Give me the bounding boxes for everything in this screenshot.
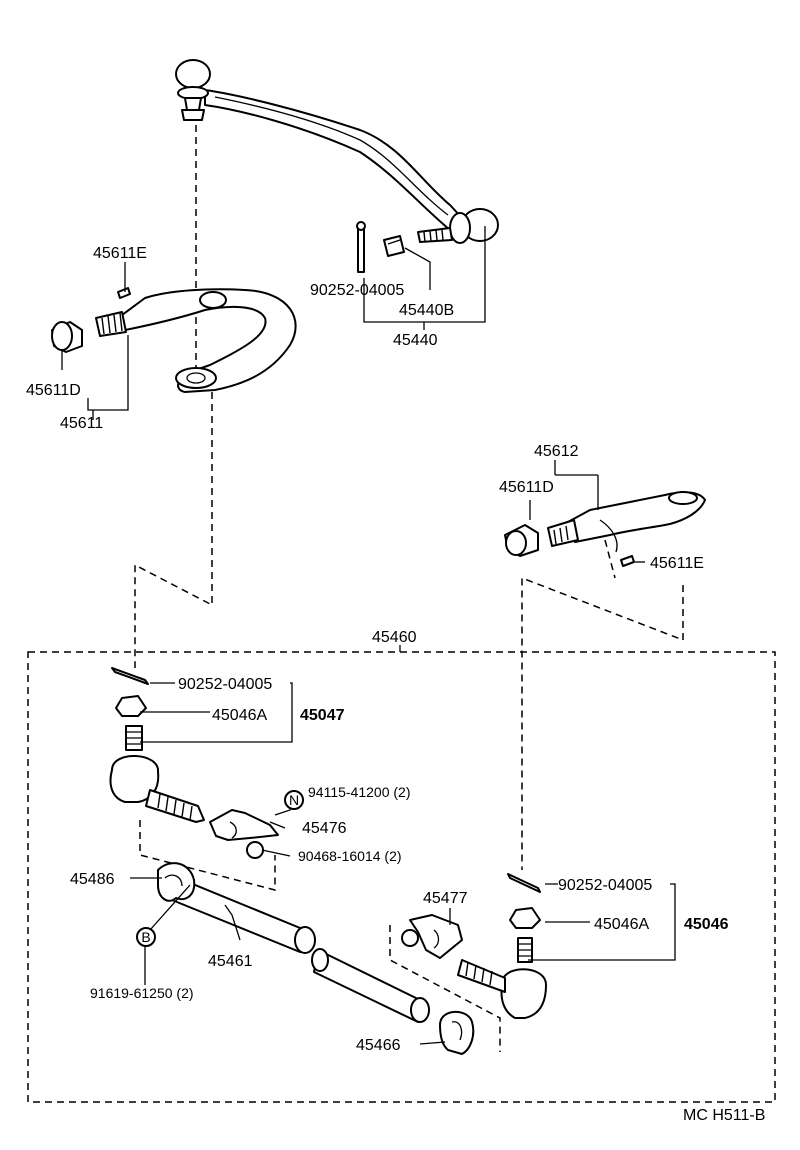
tie-rod-tube-45466	[311, 948, 430, 1023]
steering-knuckle-arm-left	[51, 287, 297, 393]
label-45461: 45461	[208, 953, 253, 970]
tie-rod-end-left	[109, 667, 205, 823]
label-45611-left: 45611	[60, 415, 103, 432]
label-45046: 45046	[684, 916, 729, 933]
label-45611E-top: 45611E	[93, 245, 147, 262]
label-45460: 45460	[372, 629, 417, 646]
label-45611D-right: 45611D	[499, 479, 554, 496]
note-n-letter: N	[289, 792, 299, 808]
label-90252-04005-a: 90252-04005	[178, 676, 272, 693]
label-45611D-left: 45611D	[26, 382, 81, 399]
label-45466: 45466	[356, 1037, 401, 1054]
label-94115-41200: 94115-41200 (2)	[308, 784, 410, 800]
steering-knuckle-arm-right	[504, 491, 706, 567]
label-90252-04005-top: 90252-04005	[310, 282, 404, 299]
label-45612: 45612	[534, 443, 579, 460]
clamp-45477	[401, 914, 463, 959]
label-45047: 45047	[300, 707, 345, 724]
drag-link-assembly	[175, 59, 499, 273]
note-b-letter: B	[141, 929, 150, 945]
label-90468-16014: 90468-16014 (2)	[298, 848, 402, 864]
tie-rod-assembly-boundary	[27, 651, 776, 1103]
label-90252-04005-b: 90252-04005	[558, 877, 652, 894]
label-45476: 45476	[302, 820, 347, 837]
label-45611E-right: 45611E	[650, 555, 704, 572]
adjusting-tube-45461	[157, 862, 316, 954]
label-45477: 45477	[423, 890, 468, 907]
tie-rod-end-right	[457, 873, 547, 1019]
clamp-45476	[209, 809, 279, 859]
label-45046A-a: 45046A	[212, 707, 267, 724]
label-45440B: 45440B	[399, 302, 454, 319]
footer-code: MC H511-B	[683, 1107, 765, 1124]
note-n-icon	[284, 790, 304, 810]
clamp-45466	[439, 1010, 475, 1055]
note-b-icon	[136, 927, 156, 947]
label-45440: 45440	[393, 332, 438, 349]
label-91619-61250: 91619-61250 (2)	[90, 985, 194, 1001]
label-45046A-b: 45046A	[594, 916, 649, 933]
label-45486: 45486	[70, 871, 115, 888]
